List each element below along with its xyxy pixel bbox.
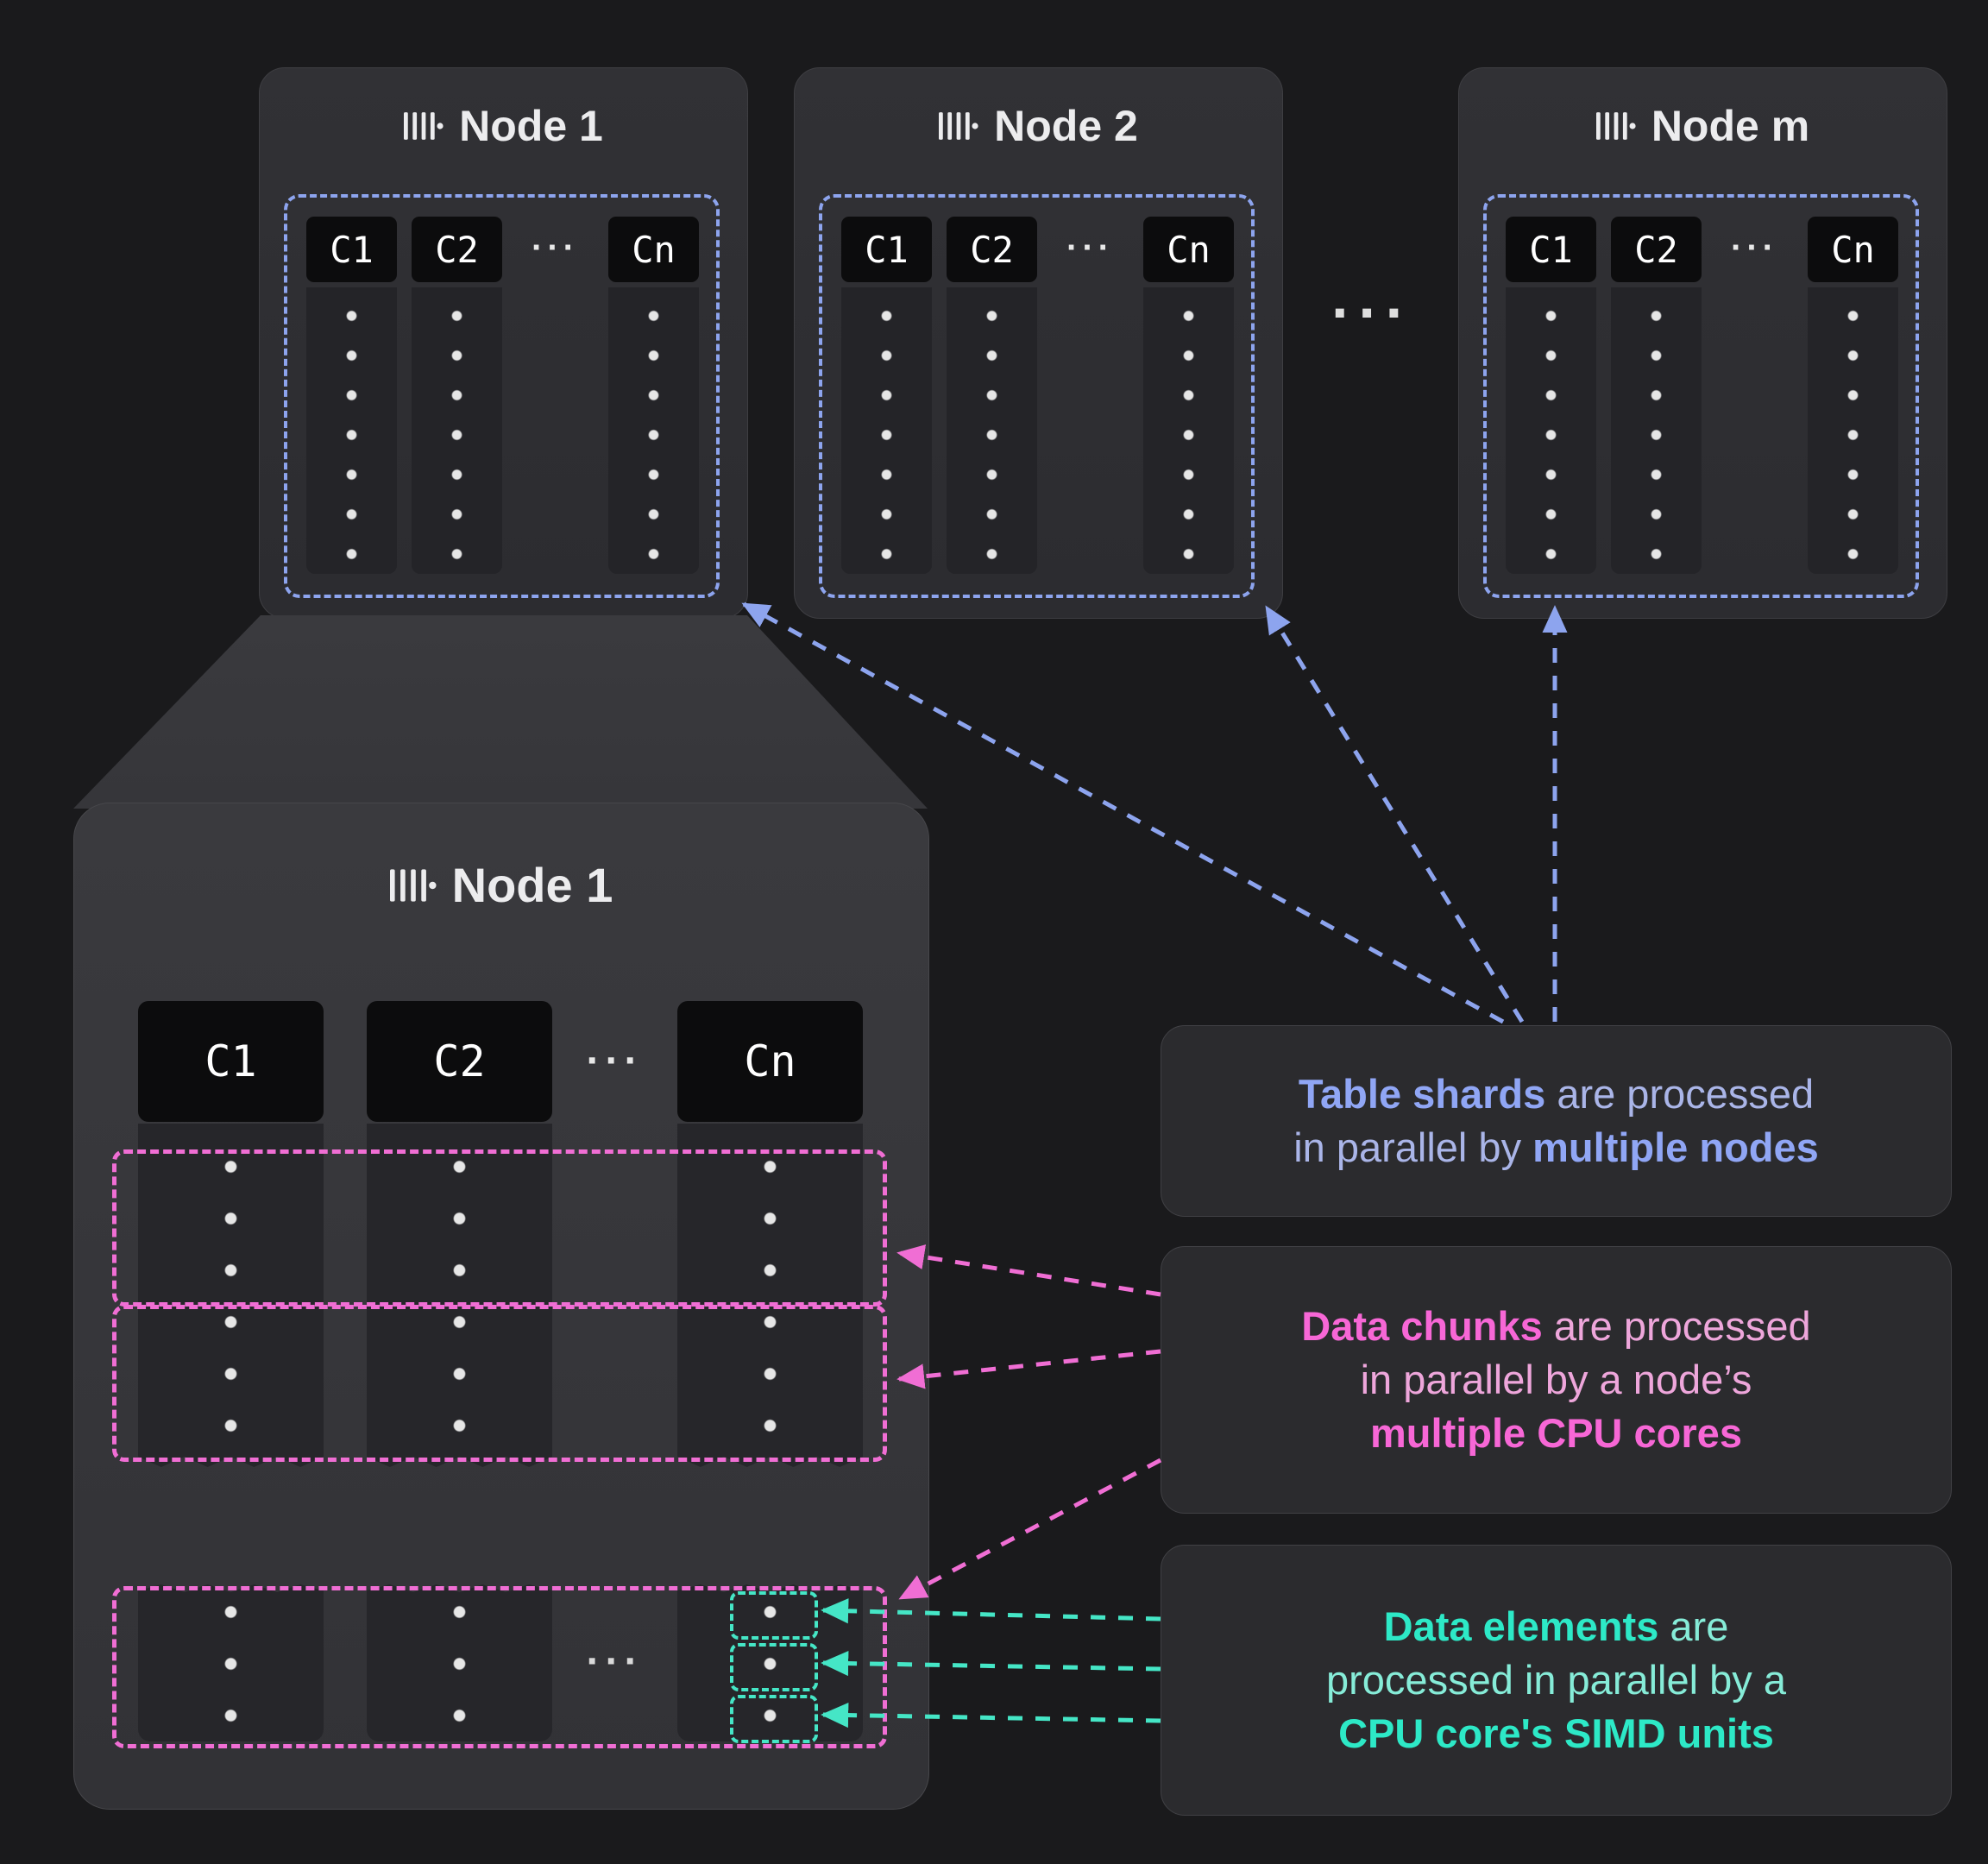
arrow-chunks-to-chunk2: [896, 1349, 1161, 1389]
columns-icon: [404, 112, 444, 140]
data-chunk-outline-2: [112, 1305, 887, 1462]
data-element-outline-3: [730, 1695, 818, 1743]
detail-columns-ellipsis: ···: [586, 1038, 644, 1084]
column-c2: C2: [1611, 217, 1702, 579]
column-header: Cn: [1808, 217, 1898, 282]
annotation-data-elements: Data elements are processed in parallel …: [1161, 1545, 1952, 1816]
data-chunk-outline-1: [112, 1149, 887, 1307]
column-cn: Cn: [608, 217, 699, 579]
columns-icon: [1595, 112, 1636, 140]
node-title-label: Node 1: [459, 102, 603, 150]
data-element-outline-1: [730, 1591, 818, 1640]
column-cn: Cn: [1143, 217, 1234, 579]
column-data-dots: [1143, 287, 1234, 574]
node-title: Node 1: [74, 857, 928, 913]
annotation-data-chunks-text: Data chunks are processed in parallel by…: [1301, 1302, 1811, 1457]
columns-ellipsis: ···: [1066, 229, 1114, 267]
column-data-dots: [412, 287, 502, 574]
column-header: C2: [412, 217, 502, 282]
zoom-funnel: [73, 615, 928, 809]
detail-column-header-cn: Cn: [677, 1001, 863, 1122]
column-cn: Cn: [1808, 217, 1898, 579]
detail-column-header-c1: C1: [138, 1001, 324, 1122]
annotation-table-shards-text: Table shards are processed in parallel b…: [1293, 1070, 1819, 1170]
column-data-dots: [608, 287, 699, 574]
column-header: C2: [947, 217, 1037, 282]
column-header: Cn: [1143, 217, 1234, 282]
node-title: Node 2: [795, 101, 1282, 151]
detail-column-c2-lower-dots: [367, 1584, 552, 1741]
column-data-dots: [306, 287, 397, 574]
detail-columns-ellipsis-bottom: ···: [586, 1639, 644, 1685]
column-c1: C1: [1506, 217, 1596, 579]
detail-column-header-c2: C2: [367, 1001, 552, 1122]
column-header: C1: [306, 217, 397, 282]
column-data-dots: [1808, 287, 1898, 574]
column-header: Cn: [608, 217, 699, 282]
column-header: C1: [841, 217, 932, 282]
columns-ellipsis: ···: [532, 229, 579, 267]
column-c1: C1: [841, 217, 932, 579]
table-shard-outline: C1 C2 ··· Cn: [284, 194, 720, 598]
annotation-data-chunks: Data chunks are processed in parallel by…: [1161, 1246, 1952, 1514]
annotation-table-shards: Table shards are processed in parallel b…: [1161, 1025, 1952, 1217]
node-box-2: Node 2 C1 C2 ··· Cn: [794, 67, 1283, 619]
column-data-dots: [947, 287, 1037, 574]
column-c2: C2: [412, 217, 502, 579]
column-c1: C1: [306, 217, 397, 579]
detail-column-c1-lower-dots: [138, 1584, 324, 1741]
column-header: C1: [1506, 217, 1596, 282]
table-shard-outline: C1 C2 ··· Cn: [819, 194, 1255, 598]
nodes-gap-ellipsis: ···: [1331, 279, 1412, 346]
node-title-label: Node 1: [451, 858, 613, 912]
node-box-m: Node m C1 C2 ··· Cn: [1458, 67, 1947, 619]
data-element-outline-2: [730, 1643, 818, 1691]
column-data-dots: [1611, 287, 1702, 574]
node-title-label: Node m: [1651, 102, 1810, 150]
columns-icon: [389, 868, 437, 902]
detail-column-c2-upper-dots: [367, 1124, 552, 1467]
columns-ellipsis: ···: [1731, 229, 1778, 267]
node-title: Node 1: [260, 101, 747, 151]
annotation-data-elements-text: Data elements are processed in parallel …: [1326, 1603, 1786, 1757]
node-box-1: Node 1 C1 C2 ··· Cn: [259, 67, 748, 619]
column-data-dots: [841, 287, 932, 574]
column-c2: C2: [947, 217, 1037, 579]
arrow-shards-to-node2: [1264, 605, 1525, 1023]
node-title: Node m: [1459, 101, 1947, 151]
columns-icon: [939, 112, 978, 140]
column-data-dots: [1506, 287, 1596, 574]
detail-column-cn-upper-dots: [677, 1124, 863, 1467]
arrow-chunks-to-chunk3: [898, 1458, 1162, 1601]
table-shard-outline: C1 C2 ··· Cn: [1483, 194, 1919, 598]
node-title-label: Node 2: [994, 102, 1138, 150]
arrow-chunks-to-chunk1: [896, 1244, 1161, 1297]
column-header: C2: [1611, 217, 1702, 282]
detail-column-c1-upper-dots: [138, 1124, 324, 1467]
